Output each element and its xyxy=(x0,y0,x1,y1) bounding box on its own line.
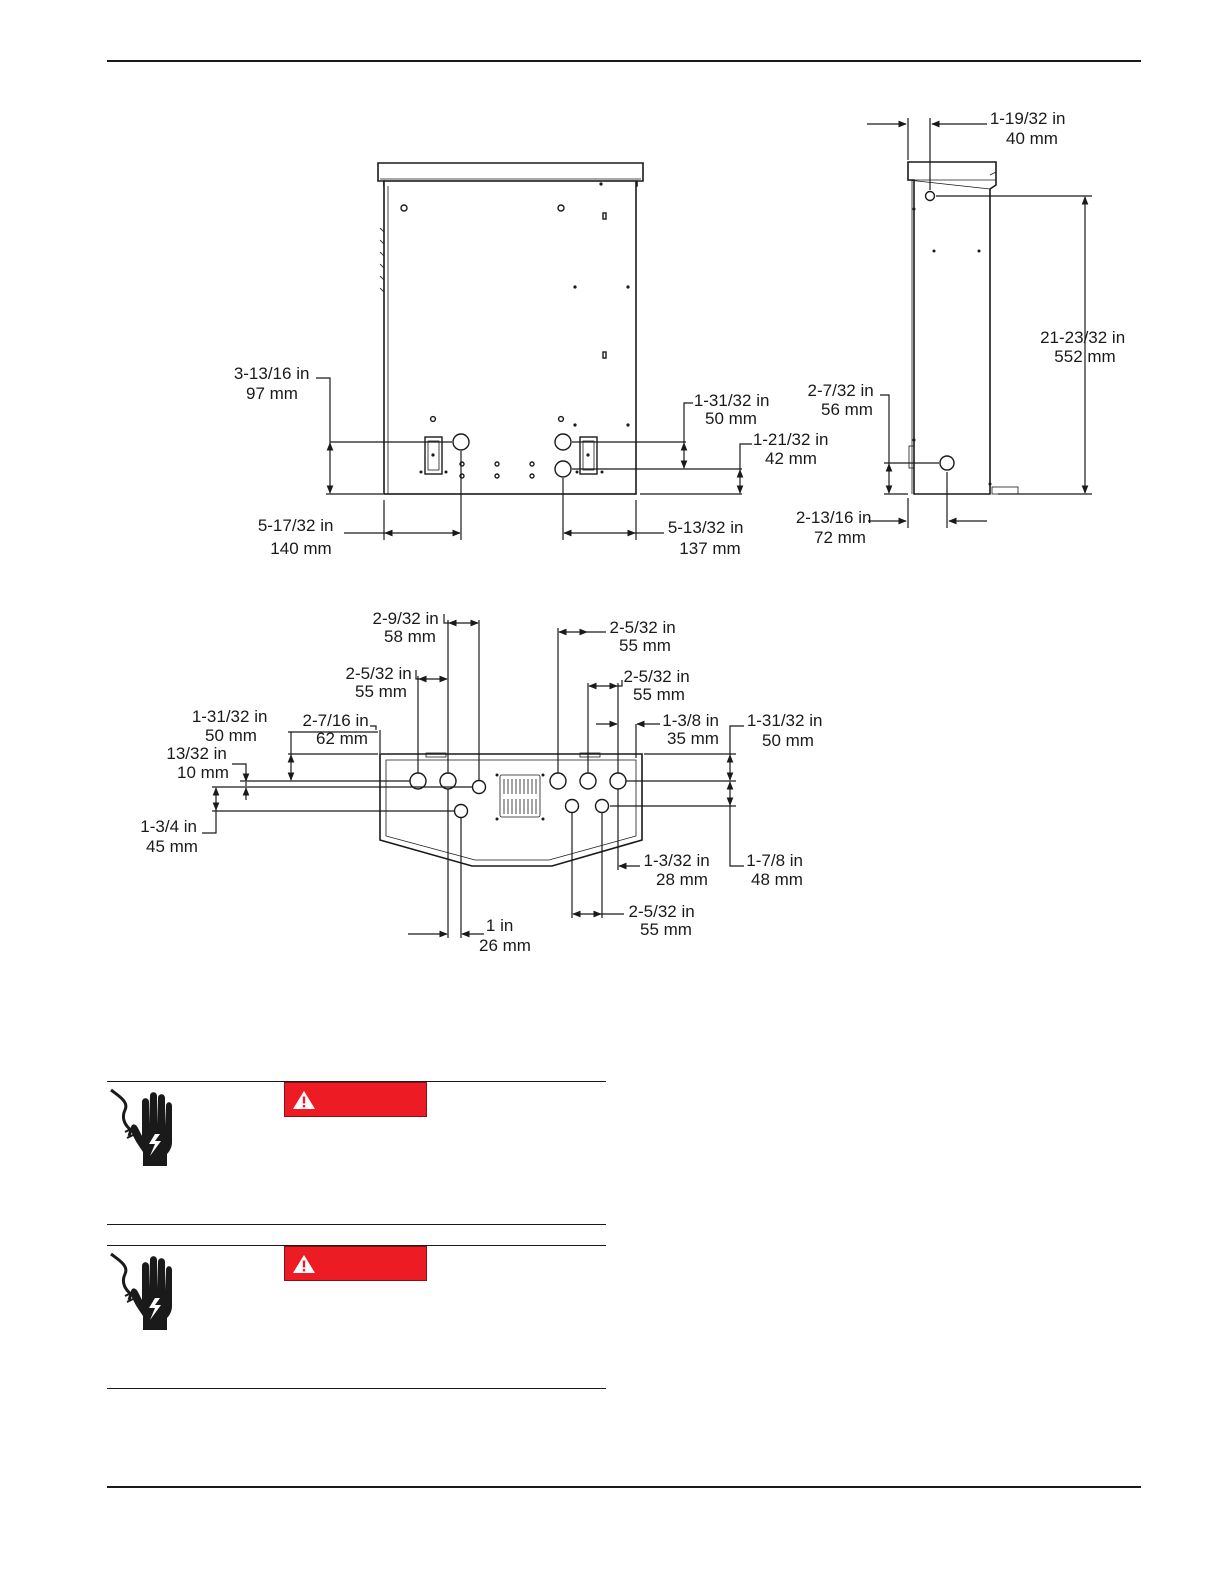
side-dim-top: 1-19/32 in 40 mm xyxy=(990,109,1070,148)
side-view: 1-19/32 in 40 mm 21-23/32 in 552 mm 2-7/… xyxy=(796,109,1130,547)
danger-badge xyxy=(284,1246,427,1281)
electrical-shock-hand-icon xyxy=(110,1252,172,1330)
side-dim-height: 21-23/32 in 552 mm xyxy=(1040,328,1130,366)
bottom-dim-j: 1-3/4 in 45 mm xyxy=(140,817,201,856)
danger-warning-block-1 xyxy=(107,1081,606,1225)
front-view: 3-13/16 in 97 mm 1-31/32 in 50 mm 1-21/3… xyxy=(234,162,833,558)
bottom-dim-l: 1-7/8 in 48 mm xyxy=(746,851,807,889)
footer-rule xyxy=(107,1486,1141,1488)
bottom-dim-a: 2-9/32 in 58 mm xyxy=(373,609,444,646)
bottom-dim-b: 2-5/32 in 55 mm xyxy=(610,618,681,655)
header-rule xyxy=(107,60,1141,62)
front-dim-bottom-right: 5-13/32 in 137 mm xyxy=(668,518,748,558)
bottom-dim-h: 1-31/32 in 50 mm xyxy=(747,711,827,750)
bottom-dim-m: 2-5/32 in 55 mm xyxy=(629,902,700,939)
bottom-dim-i: 13/32 in 10 mm xyxy=(166,744,231,782)
front-dim-left-height: 3-13/16 in 97 mm xyxy=(234,364,314,403)
danger-warning-block-2 xyxy=(107,1245,606,1389)
bottom-dim-e: 1-31/32 in 50 mm xyxy=(192,707,272,745)
bottom-dim-f: 2-7/16 in 62 mm xyxy=(303,711,374,748)
side-dim-hole-offset: 2-13/16 in 72 mm xyxy=(796,508,876,547)
front-dim-right-lower: 1-21/32 in 42 mm xyxy=(753,430,833,468)
front-dim-bottom-left: 5-17/32 in 140 mm xyxy=(258,516,338,558)
danger-badge xyxy=(284,1082,427,1117)
bottom-dim-g: 1-3/8 in 35 mm xyxy=(662,711,723,748)
bottom-dim-d: 2-5/32 in 55 mm xyxy=(624,667,695,704)
front-dim-right-upper: 1-31/32 in 50 mm xyxy=(694,391,774,428)
side-dim-hole-height: 2-7/32 in 56 mm xyxy=(808,381,879,419)
warning-triangle-icon xyxy=(293,1091,315,1109)
bottom-dim-c: 2-5/32 in 55 mm xyxy=(346,664,417,701)
warning-triangle-icon xyxy=(293,1255,315,1273)
bottom-view: 2-9/32 in 58 mm 2-5/32 in 55 mm 2-5/32 i… xyxy=(140,609,827,955)
electrical-shock-hand-icon xyxy=(110,1088,172,1166)
bottom-dim-k: 1-3/32 in 28 mm xyxy=(644,851,715,889)
dimension-drawing: 3-13/16 in 97 mm 1-31/32 in 50 mm 1-21/3… xyxy=(140,109,1130,955)
bottom-dim-n: 1 in 26 mm xyxy=(479,916,531,955)
